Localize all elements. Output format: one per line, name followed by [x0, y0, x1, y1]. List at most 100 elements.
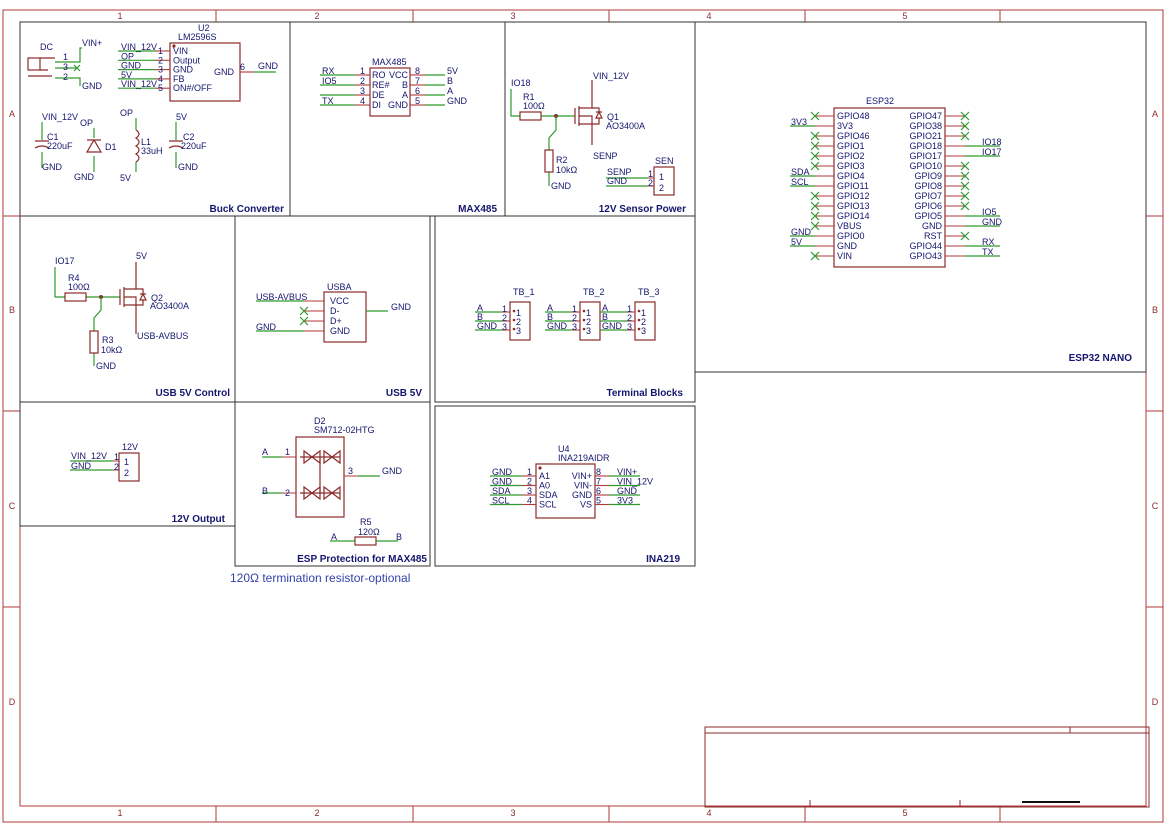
esp32-pin-name: GPIO2 — [837, 151, 865, 161]
esp32-pin-name: GPIO3 — [837, 161, 865, 171]
esp32-net-label: 5V — [791, 237, 802, 247]
terminal-block-pin-num: 3 — [572, 322, 577, 332]
tvs-diode-icon — [303, 485, 341, 501]
u2-net-label: VIN_12V — [121, 79, 157, 89]
d2-net-a: A — [262, 447, 268, 457]
out12-pin-2: 2 — [114, 462, 119, 472]
terminal-block-net: A — [477, 303, 483, 313]
u4-pin-num: 5 — [596, 496, 601, 506]
usba-vbus-net: USB-AVBUS — [256, 292, 307, 302]
esp32-net-label: SCL — [791, 177, 809, 187]
terminal-block-inner-num: 1 — [586, 308, 591, 318]
max485-net-label: IO5 — [322, 76, 337, 86]
block-title-esd: ESP Protection for MAX485 — [297, 554, 427, 565]
max485-pin-name: DE — [372, 90, 385, 100]
no-connect-icon — [299, 306, 309, 316]
terminal-block-pin-num: 1 — [572, 304, 577, 314]
esp32-net-label: IO17 — [982, 147, 1002, 157]
zone-col-label: 4 — [706, 808, 711, 818]
esd-protection-block: D2 SM712-02HTG A B 1 2 3 GND R5 120Ω A B — [262, 416, 403, 546]
esp32-block: ESP32 GPIO483V33V3GPIO46GPIO1GPIO2GPIO3G… — [790, 96, 1003, 268]
block-title-ina: INA219 — [646, 554, 680, 565]
q2-part: AO3400A — [150, 301, 189, 311]
u2-pin-name: VIN — [173, 46, 188, 56]
no-connect-icon — [960, 181, 970, 191]
c2-symbol — [168, 140, 184, 149]
q1-diode-links — [592, 107, 600, 125]
r3-body — [89, 330, 99, 354]
usba-pin-name: D+ — [330, 316, 342, 326]
esp32-pin-name: RST — [924, 231, 943, 241]
esp32-pin-name: GPIO18 — [909, 141, 942, 151]
pin-dot — [512, 327, 516, 331]
sen-wires — [606, 177, 648, 187]
zone-col-label: 1 — [117, 808, 122, 818]
max485-pin-num: 5 — [415, 96, 420, 106]
max485-pin-name: RO — [372, 70, 386, 80]
l1-top-net: OP — [120, 108, 133, 118]
zone-col-label: 3 — [510, 808, 515, 818]
zone-row-label: A — [1152, 109, 1158, 119]
max485-pin-num: 6 — [415, 86, 420, 96]
esp32-pin-name: VIN — [837, 251, 852, 261]
u2-pin-name: Output — [173, 55, 201, 65]
buck-converter-block: DC 1 3 2 VIN+ GND U2 LM2596S VIN1VIN_12V… — [27, 23, 279, 183]
u4-pin-num: 3 — [527, 486, 532, 496]
u4-pin-name: VS — [580, 500, 592, 510]
terminal-block-inner-num: 2 — [586, 317, 591, 327]
max485-net-label: TX — [322, 96, 334, 106]
block-title-esp32: ESP32 NANO — [1069, 353, 1133, 364]
esp32-net-label: TX — [982, 247, 994, 257]
r2-gnd-net: GND — [551, 181, 572, 191]
r5-val: 120Ω — [358, 527, 380, 537]
u4-net-label: GND — [617, 486, 638, 496]
esp32-pin-name: GPIO0 — [837, 231, 865, 241]
u2-pin-name: GND — [173, 65, 194, 75]
no-connect-icon — [810, 251, 820, 261]
u2-pin-num: 2 — [158, 55, 163, 65]
block-title-usbctl: USB 5V Control — [156, 388, 231, 399]
q2-mosfet-icon — [119, 262, 137, 334]
pin-dot — [637, 318, 641, 322]
c1-ref: C1 — [47, 132, 59, 142]
dc-vin-net: VIN+ — [82, 38, 102, 48]
d2-part: SM712-02HTG — [314, 425, 375, 435]
esp32-pin-name: GPIO46 — [837, 131, 870, 141]
max485-pin-num: 3 — [360, 86, 365, 96]
u4-net-label: GND — [492, 477, 513, 487]
esp32-net-label: 3V3 — [791, 117, 807, 127]
esp32-net-label: GND — [791, 227, 812, 237]
no-connect-icon — [810, 131, 820, 141]
zone-col-label: 1 — [117, 11, 122, 21]
tvs-diode-icon — [303, 449, 341, 465]
diode-icon — [85, 138, 103, 153]
out12-ref: 12V — [122, 442, 138, 452]
zone-row-label: D — [9, 697, 16, 707]
max485-pin-num: 2 — [360, 76, 365, 86]
no-connect-icon — [810, 221, 820, 231]
terminal-block-inner-num: 3 — [641, 326, 646, 336]
zone-row-label: D — [1152, 697, 1159, 707]
out12-pin-lines — [113, 460, 119, 471]
max485-pin-name: VCC — [389, 70, 409, 80]
no-connect-icon — [299, 316, 309, 326]
block-title-terminal: Terminal Blocks — [606, 388, 683, 399]
dc-jack-ref: DC — [40, 42, 53, 52]
dc-gnd-net: GND — [82, 81, 103, 91]
r1-ref: R1 — [523, 92, 535, 102]
esp32-pin-name: GPIO44 — [909, 241, 942, 251]
r5-body — [354, 536, 377, 546]
out12-inner-1: 1 — [124, 457, 129, 467]
esp32-pin-name: GND — [837, 241, 858, 251]
d2-net-b: B — [262, 486, 268, 496]
q2-ref: Q2 — [151, 293, 163, 303]
esp32-pin-name: VBUS — [837, 221, 862, 231]
esp32-pin-name: GPIO5 — [914, 211, 942, 221]
terminal-block-pin-num: 2 — [572, 313, 577, 323]
zone-col-label: 4 — [706, 11, 711, 21]
dc-pin-1: 1 — [63, 52, 68, 62]
esp32-pin-name: GPIO21 — [909, 131, 942, 141]
usba-body — [323, 291, 367, 343]
u2-ref: U2 — [198, 23, 210, 33]
